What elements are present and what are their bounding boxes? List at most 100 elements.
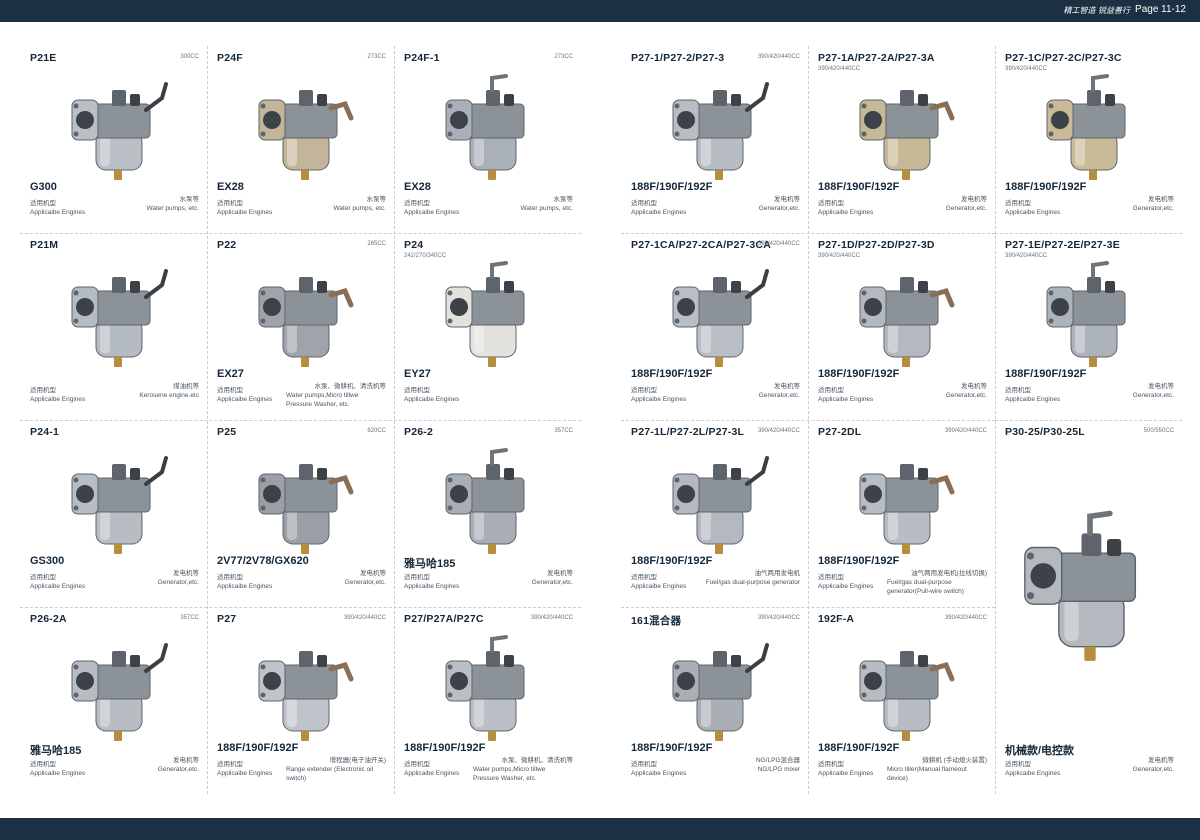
carburetor-image [71,456,168,554]
application-en: Kerosene engine.etc [139,392,199,399]
engine-model: 雅马哈185 [30,745,82,757]
product-model: P27 [217,613,237,625]
product-model: P24F [217,52,243,64]
slogan: 精工智造 锐益善行 [1063,6,1130,15]
displacement-cc: 390/420/440CC [343,615,386,621]
applicable-label-cn: 适用机型 [217,761,243,768]
application-cn: 发电机等 [173,570,199,577]
application-cn: 油气两用发电机 [754,570,801,577]
engine-model: 188F/190F/192F [818,368,900,380]
engine-model: 188F/190F/192F [631,181,713,193]
engine-model: 2V77/2V78/GX620 [217,555,309,567]
displacement-cc: 242/270/340CC [404,253,447,259]
application-cn: 发电机等 [1148,757,1174,764]
application-en: Generator,etc. [945,205,987,212]
page-number: Page 11-12 [1135,4,1186,15]
application-cn: 发电机等 [173,757,199,764]
product-image [432,70,552,195]
displacement-cc: 300CC [180,54,199,60]
product-image [245,631,365,756]
product-image [846,444,966,569]
product-image [659,631,779,756]
product-model: P24F-1 [404,52,440,64]
engine-model: 机械款/电控款 [1005,745,1075,757]
applicable-label-cn: 适用机型 [631,387,657,394]
application-en: Water pumps, etc. [520,205,574,212]
grid-divider [20,233,581,234]
applicable-label-cn: 适用机型 [631,574,657,581]
product-model: P26-2A [30,613,67,625]
applicable-label-en: Applicaibe Engines [30,770,86,777]
product-image [58,257,178,382]
applicable-label-en: Applicaibe Engines [631,396,687,403]
applicable-label-en: Applicaibe Engines [631,770,687,777]
displacement-cc: 265CC [367,241,386,247]
carburetor-image [859,277,955,367]
applicable-label-cn: 适用机型 [30,200,56,207]
applicable-label-en: Applicaibe Engines [404,209,460,216]
application-en: Generator,etc. [157,579,199,586]
application-cn: 发电机等 [1148,196,1174,203]
product-image [245,257,365,382]
applicable-label-cn: 适用机型 [404,761,430,768]
applicable-label-cn: 适用机型 [818,574,844,581]
product-model: P27-1D/P27-2D/P27-3D [818,239,935,251]
application-en: Generator,etc. [758,205,800,212]
applicable-label-en: Applicaibe Engines [217,396,273,403]
application-en: Generator,etc. [1132,766,1174,773]
product-model: P27-1E/P27-2E/P27-3E [1005,239,1120,251]
application-en: Fuel/gas dual-purpose generator(Pull-wir… [887,579,964,595]
displacement-cc: 390/420/440CC [757,615,800,621]
application-cn: 发电机等 [547,570,573,577]
product-model: P22 [217,239,237,251]
product-image [58,70,178,195]
applicable-label-en: Applicaibe Engines [1005,396,1061,403]
carburetor-image [445,448,525,554]
displacement-cc: 273CC [554,54,573,60]
applicable-label-en: Applicaibe Engines [818,209,874,216]
application-cn: 增程器(电子油开关) [329,757,386,764]
application-cn: 发电机等 [774,383,800,390]
application-en: Generator,etc. [344,579,386,586]
applicable-label-en: Applicaibe Engines [404,770,460,777]
application-en: Generator,etc. [157,766,199,773]
application-cn: 发电机等 [774,196,800,203]
carburetor-image [1024,510,1137,661]
application-en: Water pumps, etc. [146,205,200,212]
applicable-label-en: Applicaibe Engines [818,583,874,590]
engine-model: 188F/190F/192F [1005,368,1087,380]
displacement-cc: 390/420/440CC [757,54,800,60]
grid-divider [621,607,995,608]
product-image [432,444,552,569]
applicable-label-en: Applicaibe Engines [217,770,273,777]
displacement-cc: 390/420/440CC [818,253,861,259]
carburetor-image [445,635,525,741]
engine-model: GS300 [30,555,65,567]
product-model: P27-2DL [818,426,862,438]
applicable-label-cn: 适用机型 [30,387,56,394]
product-image [659,70,779,195]
carburetor-image [859,651,955,741]
displacement-cc: 620CC [367,428,386,434]
applicable-label-en: Applicaibe Engines [1005,209,1061,216]
application-en: Micro tiller(Manual flameout device) [887,766,967,782]
product-image [245,444,365,569]
applicable-label-en: Applicaibe Engines [818,396,874,403]
engine-model: 雅马哈185 [404,558,456,570]
displacement-cc: 500/550CC [1143,428,1174,434]
applicable-label-en: Applicaibe Engines [30,209,86,216]
product-image [432,257,552,382]
application-en: Generator,etc. [531,579,573,586]
engine-model: 188F/190F/192F [631,742,713,754]
application-cn: 水泵等 [553,196,574,203]
